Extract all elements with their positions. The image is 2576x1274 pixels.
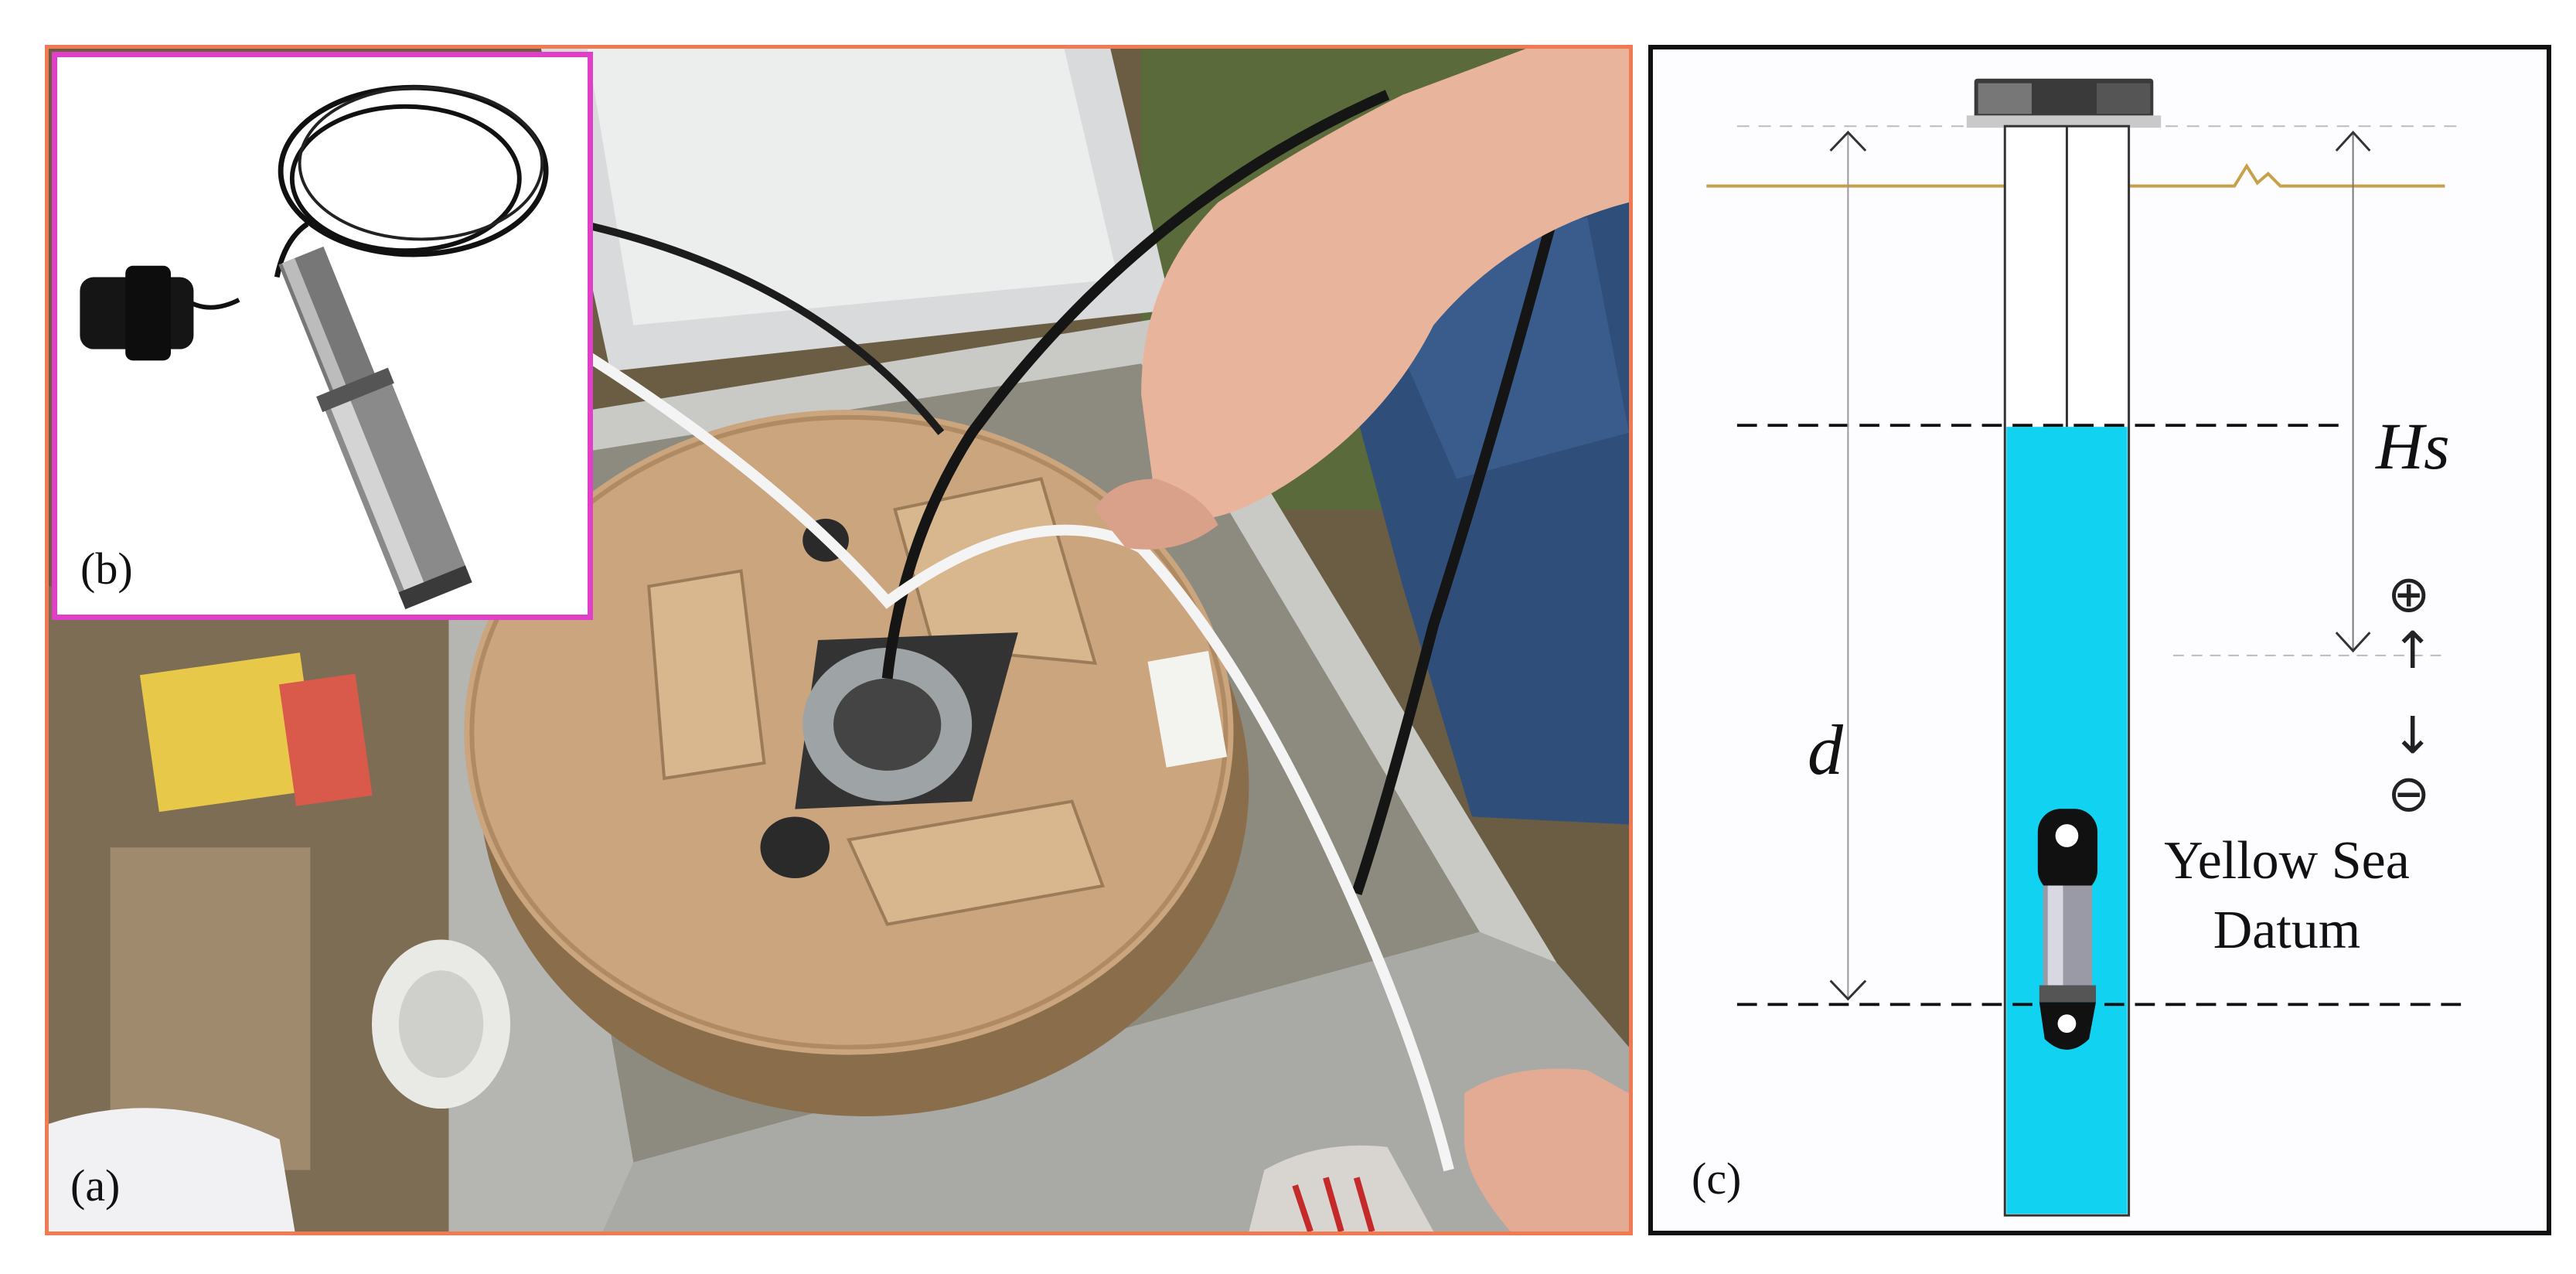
hs-label: Hs bbox=[2376, 409, 2450, 483]
inset-panel-b: (b) bbox=[52, 52, 593, 620]
positive-direction-icon: ⊕ bbox=[2387, 564, 2431, 624]
panel-c-label: (c) bbox=[1692, 1153, 1742, 1204]
panel-a-label: (a) bbox=[70, 1160, 121, 1211]
depth-label: d bbox=[1808, 710, 1843, 789]
well-schematic bbox=[1706, 78, 2465, 1217]
datum-label-line2: Datum bbox=[2213, 901, 2361, 960]
down-arrow-icon: ↓ bbox=[2391, 706, 2435, 765]
up-arrow-icon: ↑ bbox=[2391, 621, 2435, 680]
negative-direction-icon: ⊖ bbox=[2387, 764, 2431, 823]
schematic-panel-c: Hs d ⊕ ↑ ↓ ⊖ Yellow Sea Datum (c) bbox=[1648, 45, 2551, 1235]
field-photo bbox=[49, 49, 1629, 1231]
pressure-sensor-sketch bbox=[80, 84, 549, 610]
photo-panel-a: (b) (a) bbox=[45, 45, 1633, 1235]
panel-b-label: (b) bbox=[80, 543, 133, 594]
datum-label-line1: Yellow Sea bbox=[2164, 831, 2410, 891]
